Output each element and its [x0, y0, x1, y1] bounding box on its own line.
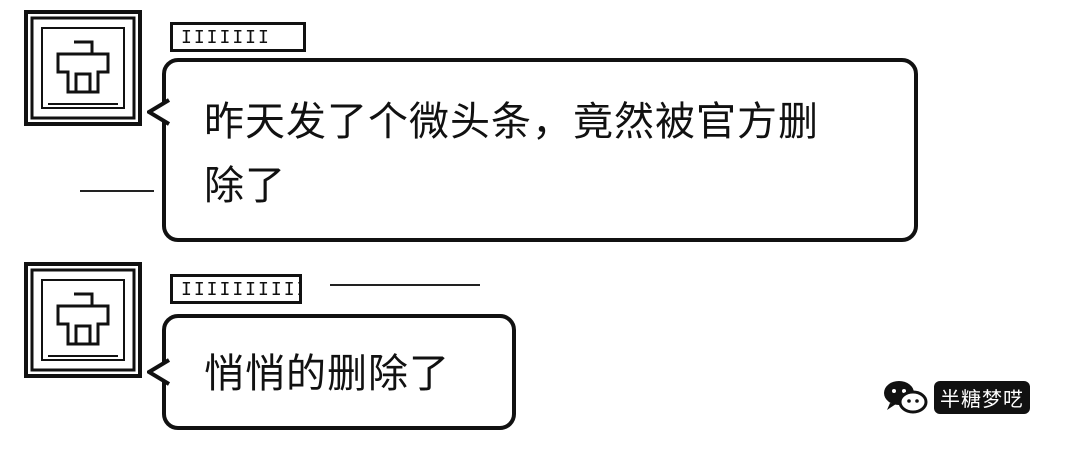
message-bubble[interactable]: 昨天发了个微头条，竟然被官方删 除了: [147, 58, 918, 242]
divider: [80, 190, 154, 192]
bubble-tail: [147, 358, 171, 386]
sender-name: IIIIIII: [170, 22, 306, 52]
avatar-image: [30, 268, 136, 372]
message-text-line: 昨天发了个微头条，竟然被官方删: [204, 99, 819, 145]
sender-name: IIIIIIIIII: [170, 274, 302, 304]
message-text-line: 除了: [204, 163, 286, 209]
bubble-tail: [147, 98, 171, 126]
avatar[interactable]: [24, 262, 142, 378]
avatar-image: [30, 16, 136, 120]
watermark-text: 半糖梦呓: [934, 380, 1030, 414]
message-bubble[interactable]: 悄悄的删除了: [147, 314, 516, 430]
watermark: 半糖梦呓: [882, 378, 1030, 416]
message-text-line: 悄悄的删除了: [204, 351, 450, 397]
avatar[interactable]: [24, 10, 142, 126]
wechat-icon: [884, 381, 928, 414]
divider: [330, 284, 480, 286]
